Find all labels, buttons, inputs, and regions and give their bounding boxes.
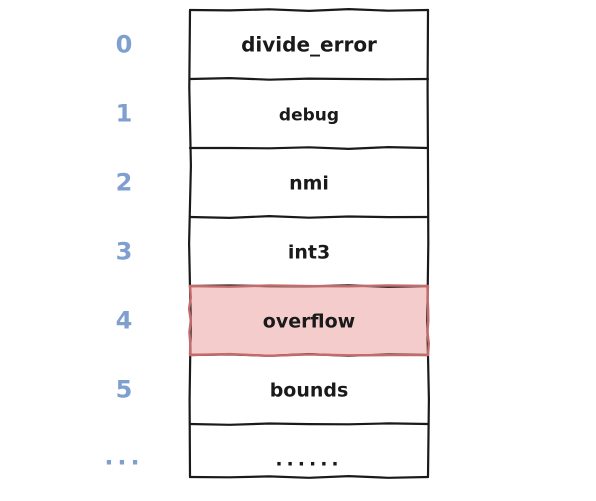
cell-label-3: int3 (288, 242, 330, 264)
vector-cell: int3 (288, 242, 330, 264)
left-border (188, 8, 192, 479)
row-index-1: 1 (116, 100, 133, 128)
cell-label-1: debug (279, 106, 339, 126)
row-divider (188, 77, 430, 81)
table-borders (187, 8, 430, 479)
highlight-border (187, 284, 430, 357)
cell-label-0: divide_error (241, 33, 377, 57)
cell-label-5: bounds (270, 380, 349, 402)
cell-label-4: overflow (263, 311, 355, 333)
row-divider (188, 146, 430, 150)
index-column: 0 1 2 3 4 5... (104, 31, 143, 471)
highlight-fill (190, 286, 428, 355)
row-index-6: ... (104, 443, 143, 471)
row-index-5: 5 (116, 376, 133, 404)
vector-cell: ...... (275, 449, 342, 471)
row-index-0: 0 (116, 31, 133, 59)
vector-cell: debug (279, 106, 339, 126)
vector-cell: bounds (270, 380, 349, 402)
vector-cell-highlighted: overflow (190, 286, 428, 355)
row-index-3: 3 (116, 238, 133, 266)
vector-cell: nmi (289, 173, 329, 195)
row-divider (188, 215, 430, 219)
row-index-4: 4 (116, 307, 133, 335)
right-border (426, 8, 430, 479)
cell-label-2: nmi (289, 173, 329, 195)
row-index-2: 2 (116, 169, 133, 197)
row-divider (188, 8, 430, 12)
vector-cell: divide_error (241, 33, 377, 57)
cell-label-6: ...... (275, 449, 342, 471)
row-divider (188, 422, 430, 426)
row-divider (188, 475, 430, 479)
